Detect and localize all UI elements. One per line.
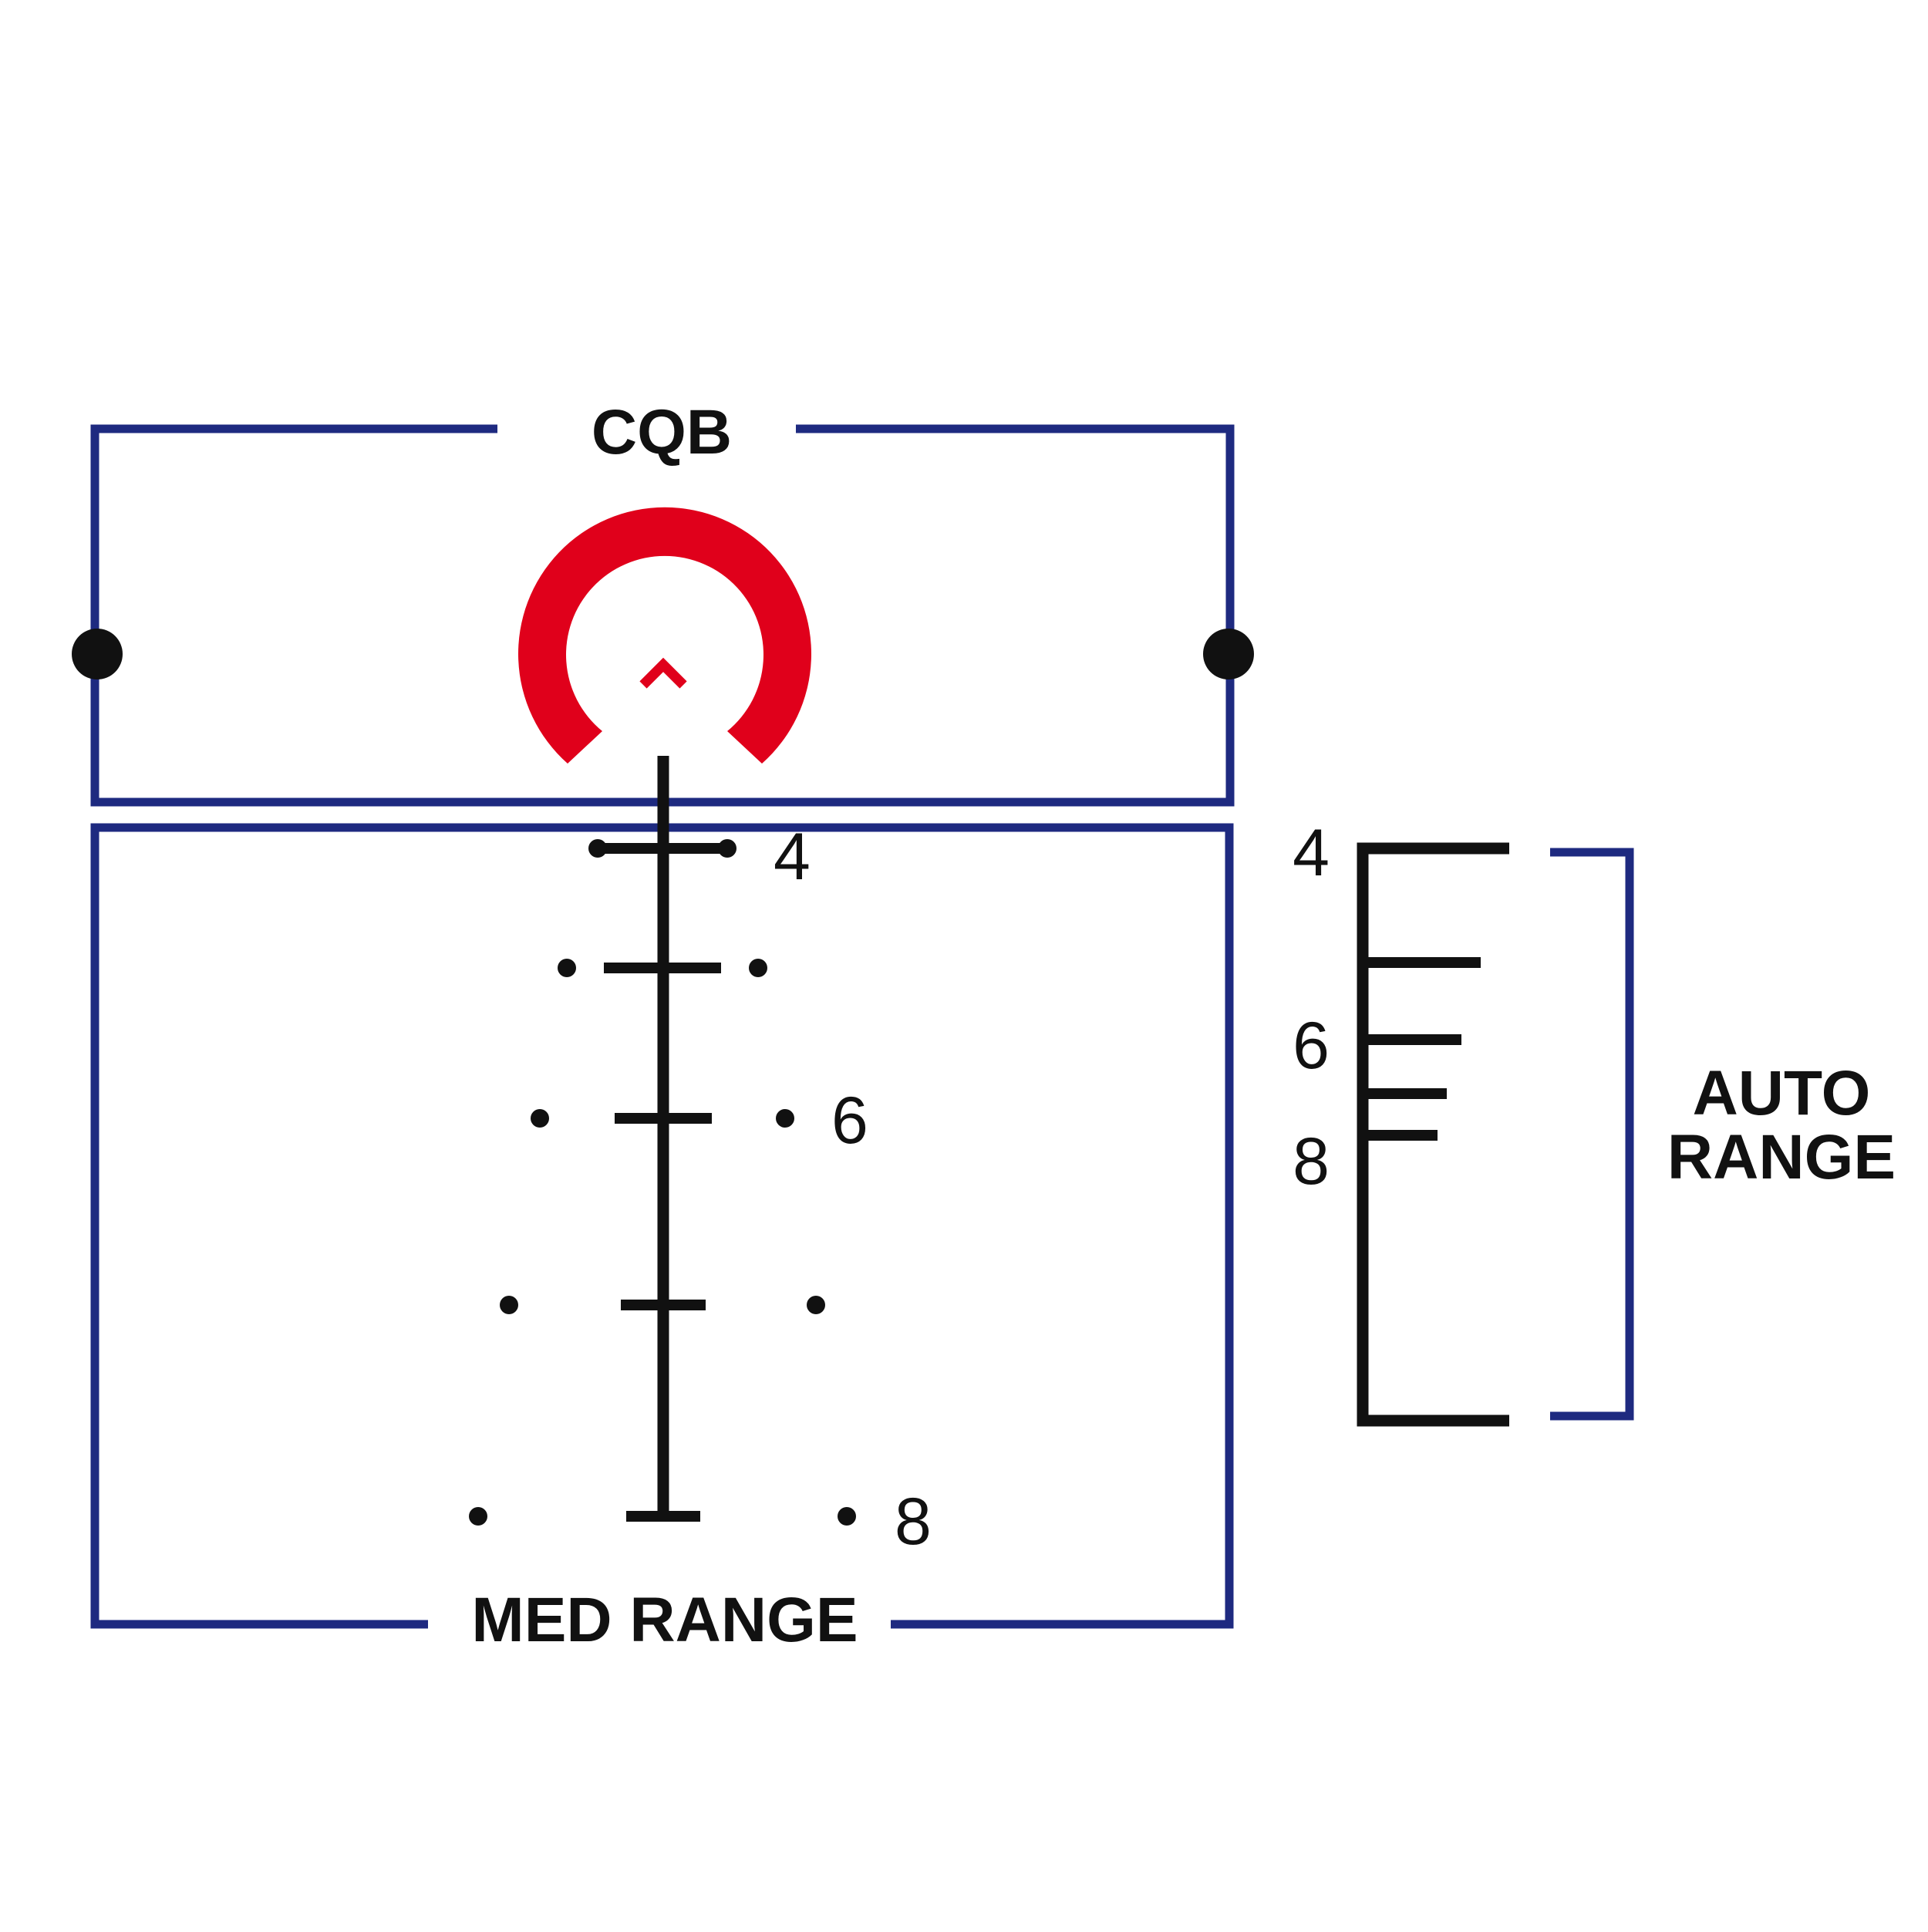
auto-range-number-4: 4	[1293, 816, 1330, 890]
cqb-frame	[90, 424, 1235, 807]
stadia-dot-8-left	[469, 1507, 487, 1526]
stadia-dot-5-right	[749, 959, 767, 977]
right-side-dot	[1203, 629, 1254, 679]
auto-range-scale: 4 6 8	[1293, 816, 1509, 1427]
center-chevron	[639, 657, 687, 689]
stadia-dot-6-right	[776, 1109, 794, 1128]
auto-range-number-8: 8	[1293, 1124, 1330, 1199]
stadia-dot-4-right	[718, 839, 736, 858]
left-side-dot	[72, 629, 123, 679]
stadia-number-6: 6	[831, 1084, 868, 1158]
auto-range-number-6: 6	[1293, 1009, 1330, 1083]
stadia-number-8: 8	[895, 1485, 932, 1559]
auto-range-bracket	[1550, 848, 1634, 1421]
stadia-dot-4-left	[588, 839, 607, 858]
stadia-dot-8-right	[838, 1507, 856, 1526]
stadia-dot-5-left	[558, 959, 576, 977]
auto-range-label-line1: AUTO	[1693, 1058, 1871, 1128]
auto-range-label-line2: RANGE	[1667, 1122, 1896, 1192]
stadia-dot-7-left	[500, 1296, 518, 1314]
med-range-label: MED RANGE	[471, 1585, 858, 1655]
stadia-dot-7-right	[807, 1296, 825, 1314]
horseshoe-ring	[518, 507, 811, 764]
stadia-number-4: 4	[774, 820, 811, 894]
cqb-frame-left-segment	[90, 424, 1235, 807]
cqb-label: CQB	[592, 397, 732, 467]
stadia-dot-6-left	[531, 1109, 549, 1128]
